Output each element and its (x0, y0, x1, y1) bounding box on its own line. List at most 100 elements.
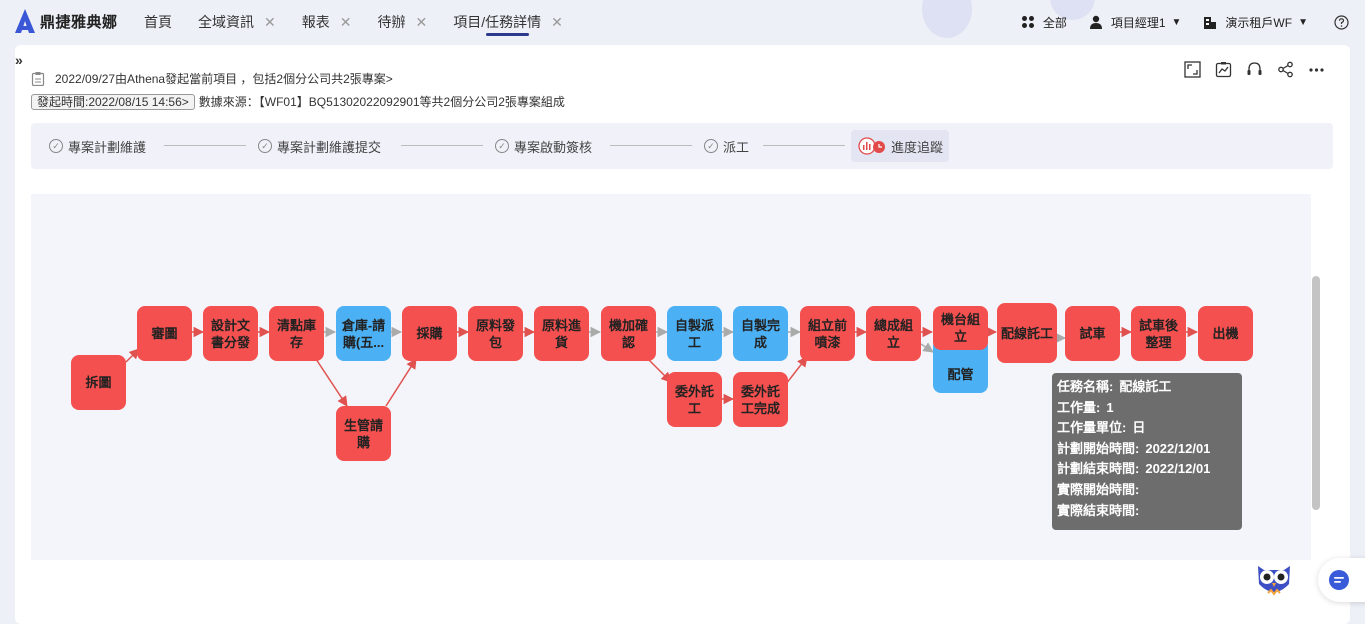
tab-reports-label: 報表 (301, 14, 330, 30)
tooltip-plan-start: 計劃開始時間: 2022/12/01 (1057, 439, 1237, 460)
more-button[interactable] (1307, 60, 1326, 79)
flow-node-machine-assembly[interactable]: 機台組立 (933, 306, 988, 350)
tab-task-detail-label: 項目/任務詳情 (453, 14, 542, 30)
task-tooltip: 任務名稱: 配線託工 工作量: 1 工作量單位:日 計劃開始時間: 2022/12/0… (1052, 373, 1242, 530)
top-bar: 鼎捷雅典娜 首頁 全域資訊 ✕ 報表 ✕ 待辦 ✕ 項目/任務詳情 ✕ 全部 項目經理1… (0, 0, 1365, 44)
tenant-selector[interactable]: 演示租戶WF ▼ (1203, 14, 1308, 31)
summary-text[interactable]: 2022/09/27由Athena發起當前項目 ，包括2個分公司共2張專案> (55, 72, 393, 86)
user-icon (1089, 15, 1102, 29)
active-tab-underline (486, 33, 529, 36)
close-icon[interactable]: ✕ (264, 13, 276, 30)
progress-chart-icon (858, 137, 885, 155)
tenant-label: 演示租戶WF (1225, 15, 1293, 30)
flow-node-outsource-complete[interactable]: 委外託工完成 (733, 372, 788, 427)
report-button[interactable] (1214, 60, 1233, 79)
check-circle-icon: ✓ (704, 139, 718, 153)
tooltip-label: 工作量: (1057, 399, 1101, 415)
fullscreen-button[interactable] (1183, 60, 1202, 79)
flow-node-material-receipt[interactable]: 原料進貨 (534, 306, 589, 361)
tab-todo[interactable]: 待辦 ✕ (377, 0, 427, 44)
flow-node-machining-confirm[interactable]: 機加確認 (601, 306, 656, 361)
step-plan-maintenance[interactable]: ✓專案計劃維護 (49, 123, 146, 169)
chat-button[interactable] (1318, 558, 1365, 602)
help-button[interactable] (1334, 14, 1349, 30)
expand-sidebar-icon[interactable]: » (15, 52, 23, 68)
tooltip-workload: 工作量: 1 (1057, 398, 1237, 419)
scope-selector[interactable]: 全部 (1021, 14, 1067, 31)
chart-report-icon (1215, 62, 1232, 78)
step-label: 專案啟動簽核 (514, 139, 593, 155)
athena-logo-icon (15, 9, 35, 33)
process-steps: ✓專案計劃維護 ✓專案計劃維護提交 ✓專案啟動簽核 ✓派工 進度追蹤 (31, 123, 1333, 169)
tooltip-label: 實際結束時間: (1057, 502, 1140, 518)
flow-node-purchase[interactable]: 採購 (402, 306, 457, 361)
flow-node-test-run[interactable]: 試車 (1065, 306, 1120, 361)
tooltip-actual-start: 實際開始時間: (1057, 480, 1237, 501)
flow-node-inhouse-complete[interactable]: 自製完成 (733, 306, 788, 361)
support-button[interactable] (1245, 60, 1264, 79)
brand-logo[interactable]: 鼎捷雅典娜 (14, 8, 118, 34)
flow-node-inhouse-dispatch[interactable]: 自製派工 (667, 306, 722, 361)
flow-node-design-doc[interactable]: 設計文書分發 (203, 306, 258, 361)
tooltip-label: 工作量單位: (1057, 420, 1127, 436)
vertical-scrollbar[interactable] (1312, 276, 1320, 510)
top-right-controls: 全部 項目經理1 ▼ 演示租戶WF ▼ (999, 0, 1349, 44)
tooltip-label: 任務名稱: (1057, 379, 1114, 394)
check-circle-icon: ✓ (49, 139, 63, 153)
flow-node-material-outsource[interactable]: 原料發包 (468, 306, 523, 361)
tooltip-task-name: 任務名稱: 配線託工 (1057, 377, 1237, 398)
flow-node-inventory-check[interactable]: 清點庫存 (269, 306, 324, 361)
brand-name: 鼎捷雅典娜 (40, 13, 118, 31)
flow-node-warehouse-request[interactable]: 倉庫-請購(五... (336, 306, 391, 361)
tab-home[interactable]: 首頁 (144, 0, 172, 44)
flow-node-ship[interactable]: 出機 (1198, 306, 1253, 361)
flow-node-production-request[interactable]: 生管請購 (336, 406, 391, 461)
building-icon (1204, 17, 1217, 29)
role-selector[interactable]: 項目經理1 ▼ (1089, 14, 1181, 31)
tooltip-label: 計劃結束時間: (1057, 461, 1140, 477)
step-connector (401, 145, 483, 146)
close-icon[interactable]: ✕ (551, 13, 563, 30)
flow-node-pre-assembly-paint[interactable]: 組立前噴漆 (800, 306, 855, 361)
flow-node-final-assembly[interactable]: 總成組立 (866, 306, 921, 361)
grid-icon (1021, 16, 1034, 28)
headset-icon (1247, 62, 1262, 75)
step-project-approval[interactable]: ✓專案啟動簽核 (495, 123, 592, 169)
step-label: 派工 (723, 139, 750, 155)
tab-reports[interactable]: 報表 ✕ (302, 0, 352, 44)
assistant-owl-icon[interactable] (1254, 560, 1294, 598)
tab-todo-label: 待辦 (377, 14, 406, 30)
share-icon (1278, 61, 1293, 78)
share-button[interactable] (1276, 60, 1295, 79)
close-icon[interactable]: ✕ (339, 13, 352, 30)
tooltip-label: 計劃開始時間: (1057, 440, 1140, 456)
step-dispatch[interactable]: ✓ 派工 (704, 123, 749, 169)
flow-edge (920, 342, 934, 353)
flow-node-outsource-work[interactable]: 委外託工 (667, 372, 722, 427)
flow-node-wiring-outsource[interactable]: 配線託工 (997, 303, 1057, 363)
tooltip-value: 配線託工 (1119, 379, 1172, 394)
step-connector (763, 145, 845, 146)
flow-edge (315, 358, 348, 407)
flow-edge (125, 348, 140, 363)
check-circle-icon: ✓ (258, 139, 272, 153)
flow-edge (385, 358, 417, 407)
scope-label: 全部 (1042, 15, 1067, 30)
tab-global-info[interactable]: 全域資訊 ✕ (198, 0, 276, 44)
flow-node-disassemble[interactable]: 拆圖 (71, 355, 126, 410)
flow-node-review-drawing[interactable]: 審圖 (137, 306, 192, 361)
tooltip-workload-unit: 工作量單位:日 (1057, 418, 1237, 439)
step-label: 進度追蹤 (891, 139, 944, 155)
fullscreen-icon (1184, 61, 1201, 78)
tab-global-info-label: 全域資訊 (198, 14, 254, 30)
start-time-badge[interactable]: 發起時間:2022/08/15 14:56> (31, 93, 195, 110)
tooltip-value: 2022/12/01 (1145, 461, 1211, 477)
flow-node-post-test-cleanup[interactable]: 試車後整理 (1131, 306, 1186, 361)
tooltip-value: 2022/12/01 (1145, 440, 1211, 456)
tab-task-detail[interactable]: 項目/任務詳情 ✕ (453, 0, 563, 44)
step-plan-submit[interactable]: ✓專案計劃維護提交 (258, 123, 381, 169)
tooltip-actual-end: 實際結束時間: (1057, 501, 1237, 522)
step-progress-tracking[interactable]: 進度追蹤 (851, 130, 950, 162)
close-icon[interactable]: ✕ (415, 13, 428, 30)
tooltip-value: 1 (1106, 399, 1114, 415)
